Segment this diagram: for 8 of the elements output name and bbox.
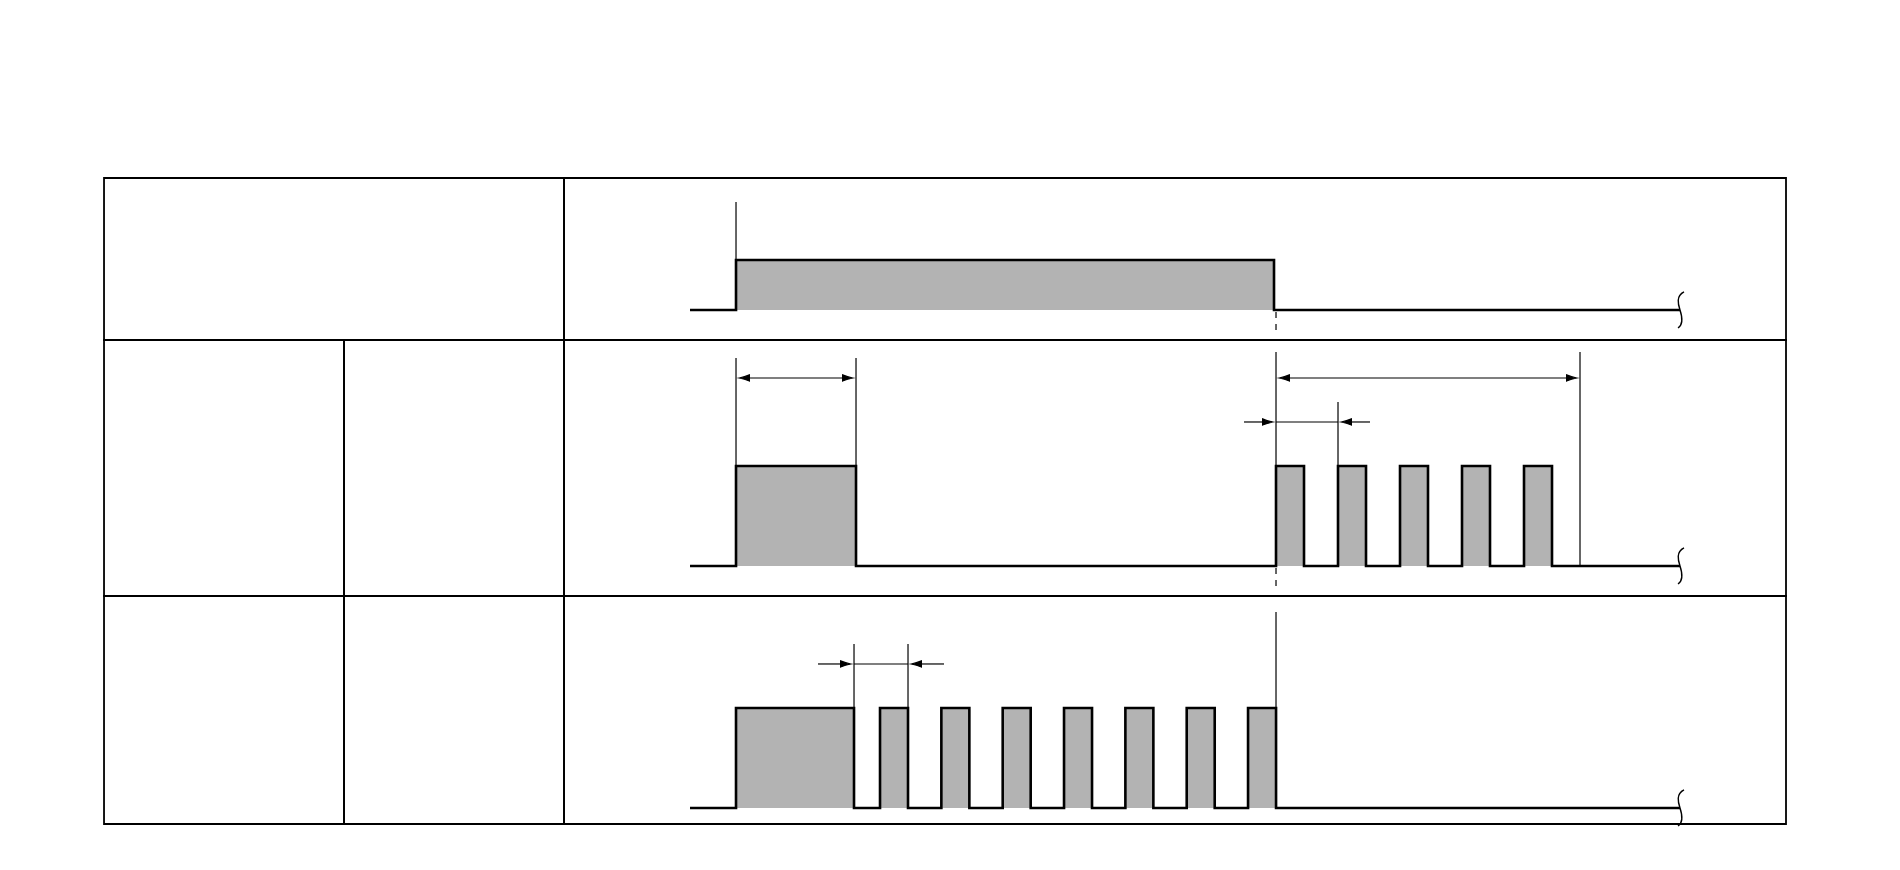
- table-cell: [103, 339, 345, 597]
- table-cell: [103, 595, 345, 825]
- table-cell: [563, 595, 1787, 825]
- table-cell: [343, 595, 565, 825]
- table-cell: [563, 339, 1787, 597]
- table-cell: [343, 339, 565, 597]
- table-cell: [563, 177, 1787, 341]
- table-cell: [103, 177, 565, 341]
